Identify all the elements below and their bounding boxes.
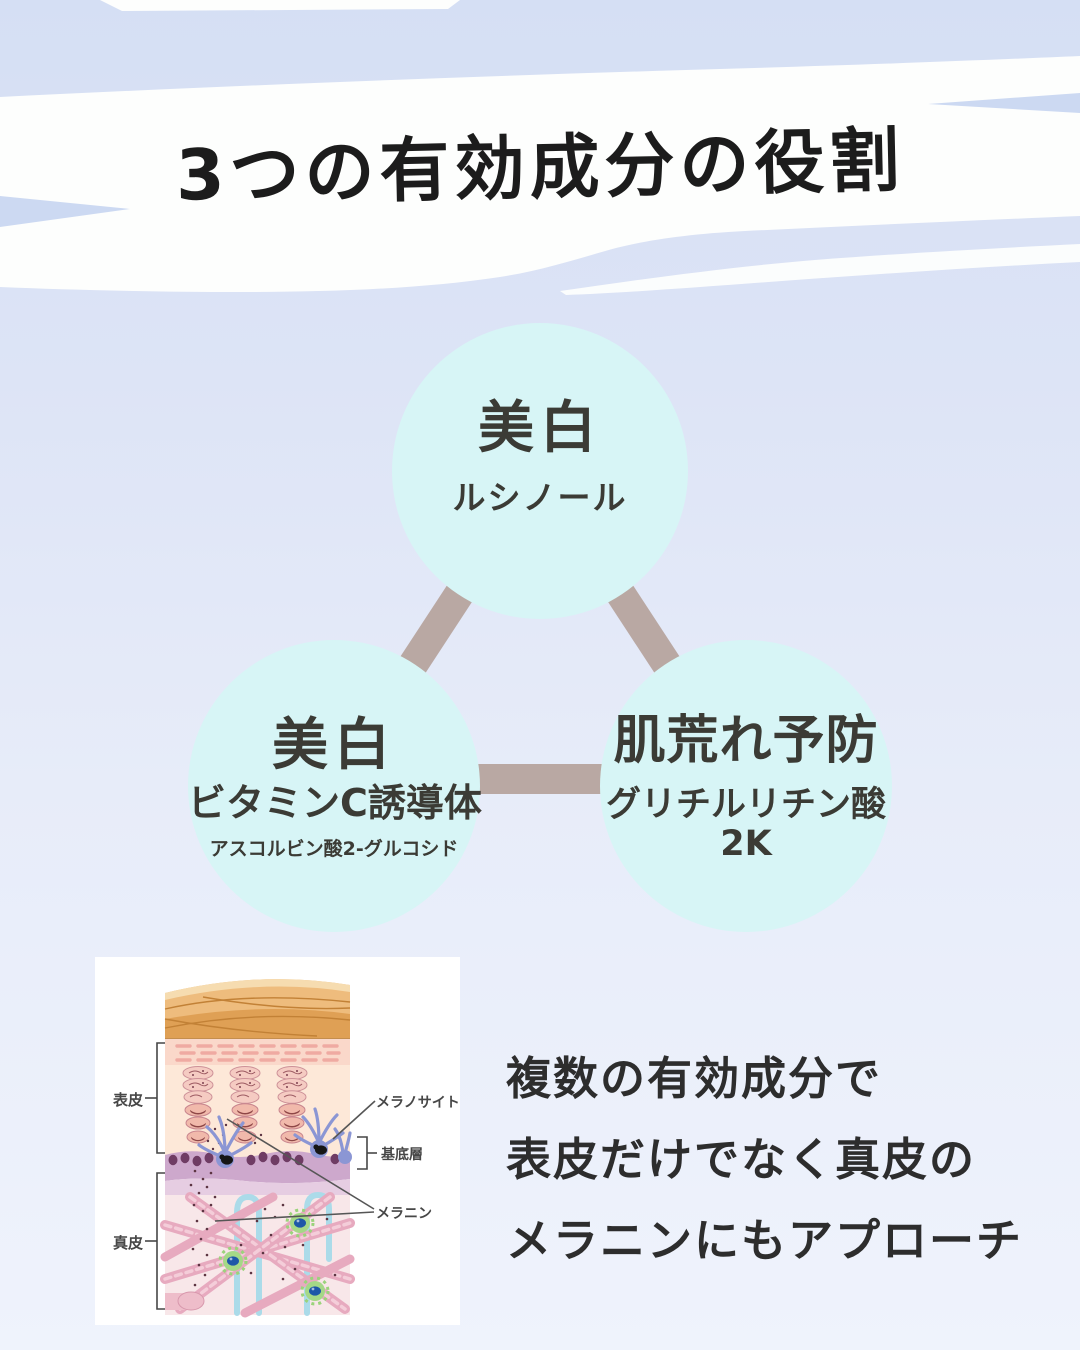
brush-under-streak (560, 244, 1080, 295)
brush-sliver (100, 0, 460, 11)
ingredient-circle-whitening-rucinol: 美白 ルシノール (392, 323, 688, 619)
stratum-corneum-layer (164, 979, 351, 1040)
effect-label: 美白 (272, 713, 396, 778)
label-epidermis: 表皮 (113, 1091, 143, 1109)
bracket-dermis (145, 1172, 165, 1310)
skin-diagram-card: 表皮 真皮 メラノサイト 基底層 メラニン (95, 957, 460, 1325)
granular-layer (165, 1039, 350, 1065)
ingredient-circle-whitening-vitamin-c: 美白 ビタミンC誘導体 アスコルビン酸2-グルコシド (188, 640, 482, 932)
melanocyte-cells (197, 1107, 352, 1168)
brush-stroke-background (0, 0, 1080, 295)
pointer-melanin (214, 1118, 375, 1222)
caption-line: 表皮だけでなく真皮の (506, 1133, 977, 1186)
brush-notch-right (928, 93, 1080, 113)
ingredient-name: ルシノール (452, 478, 628, 517)
basal-layer (165, 1151, 351, 1200)
brush-main-band (0, 56, 1080, 292)
ingredient-subname: アスコルビン酸2-グルコシド (209, 838, 459, 860)
pigment-cells (218, 1208, 330, 1306)
caption-line: メラニンにもアプローチ (506, 1214, 1024, 1267)
skin-cell-columns (182, 1066, 308, 1144)
ingredient-name: ビタミンC誘導体 (188, 781, 482, 825)
ingredient-name-line2: 2K (720, 824, 772, 864)
brush-notch-left (0, 196, 130, 227)
label-basal-layer: 基底層 (381, 1146, 423, 1163)
bracket-basal-layer (357, 1136, 377, 1170)
melanin-dots (189, 1123, 337, 1287)
bracket-epidermis (145, 1042, 165, 1154)
label-dermis: 真皮 (113, 1234, 143, 1252)
effect-label: 美白 (478, 396, 602, 461)
pointer-melanocyte (332, 1100, 376, 1140)
skin-diagram-illustration: 表皮 真皮 メラノサイト 基底層 メラニン (95, 957, 460, 1325)
ingredient-circle-anti-roughness: 肌荒れ予防 グリチルリチン酸 2K (600, 640, 892, 932)
capillary-tube (165, 1291, 205, 1311)
effect-label: 肌荒れ予防 (613, 711, 879, 771)
caption-text: 複数の有効成分で 表皮だけでなく真皮の メラニンにもアプローチ (506, 1038, 1023, 1281)
label-melanocyte: メラノサイト (376, 1095, 460, 1111)
ingredient-name: グリチルリチン酸 (605, 785, 886, 825)
caption-line: 複数の有効成分で (506, 1052, 883, 1105)
label-melanin: メラニン (376, 1206, 432, 1222)
